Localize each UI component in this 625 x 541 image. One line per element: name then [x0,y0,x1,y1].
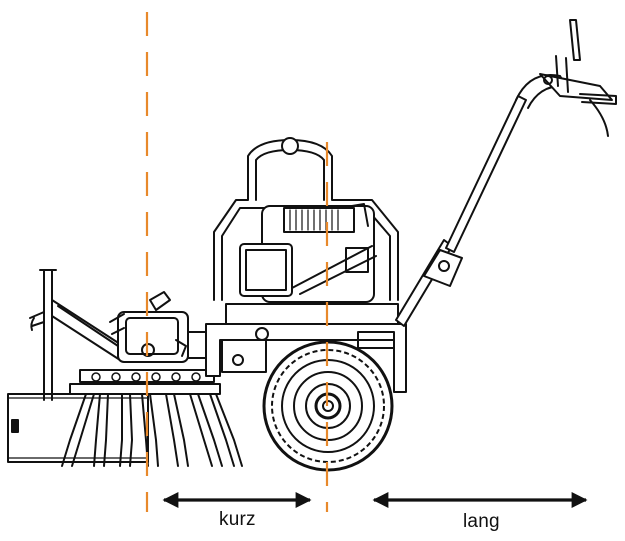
label-short: kurz [219,509,256,530]
guide-lines [145,12,329,512]
label-long: lang [463,511,500,532]
machine-icon [7,19,617,467]
